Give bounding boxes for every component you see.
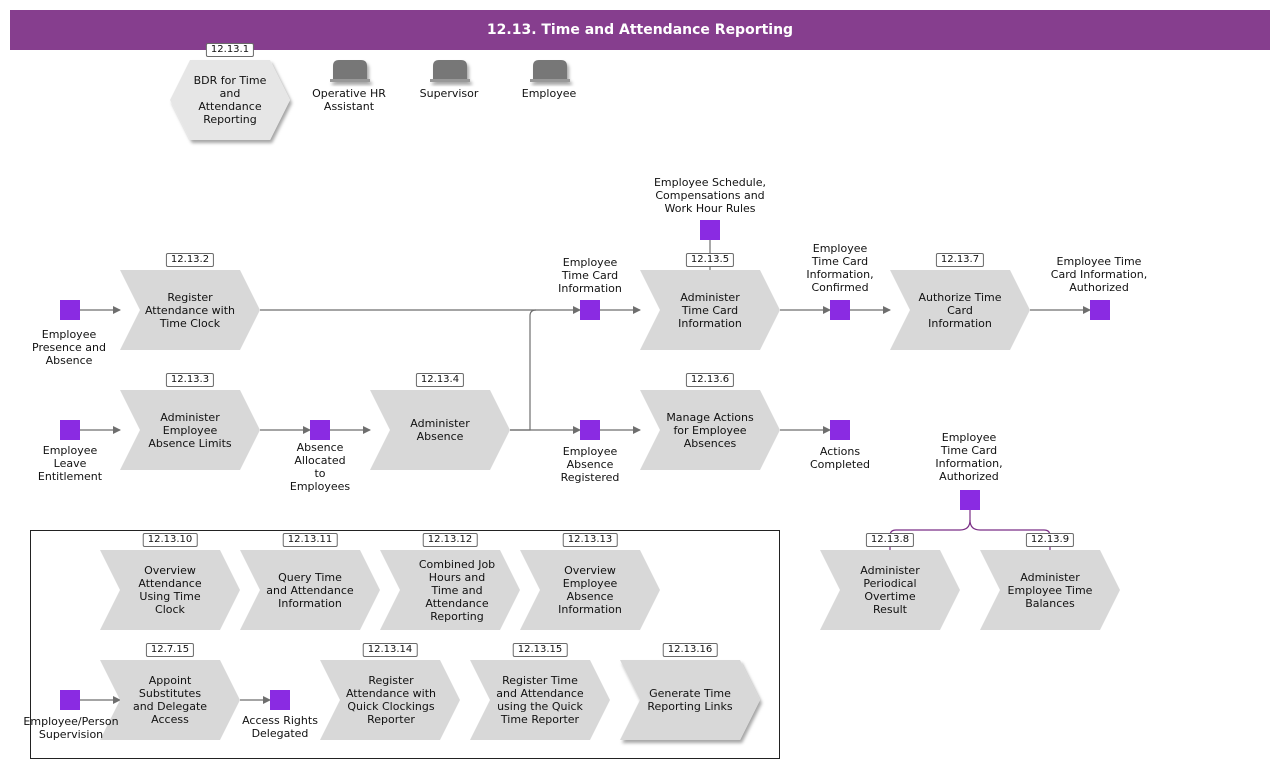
event-label: Employee Leave Entitlement [37, 444, 103, 483]
process-shape-register-quick-clockings[interactable] [320, 660, 460, 740]
event-square-time-card-authorized[interactable] [1090, 300, 1110, 320]
role-label-supervisor: Supervisor [419, 87, 479, 100]
process-id-tag: 12.13.9 [1025, 533, 1075, 547]
process-id-tag: 12.13.10 [142, 533, 198, 547]
event-label: Access Rights Delegated [242, 714, 318, 740]
bdr-id-tag: 12.13.1 [205, 43, 255, 57]
event-label: Employee/Person Supervision [23, 715, 119, 741]
process-id-tag: 12.13.8 [865, 533, 915, 547]
process-id-tag: 12.13.3 [165, 373, 215, 387]
process-shape-generate-time-reporting-links[interactable] [620, 660, 760, 740]
event-label: Employee Schedule, Compensations and Wor… [653, 176, 767, 215]
process-label: Administer Absence [410, 417, 470, 443]
process-id-tag: 12.7.15 [145, 643, 195, 657]
event-square-employee-presence[interactable] [60, 300, 80, 320]
process-id-tag: 12.13.5 [685, 253, 735, 267]
event-square-time-card-confirmed[interactable] [830, 300, 850, 320]
process-shape-appoint-substitutes[interactable] [100, 660, 240, 740]
event-square-employee-leave[interactable] [60, 420, 80, 440]
process-shape-register-attendance-time-clock[interactable] [120, 270, 260, 350]
process-label: Overview Employee Absence Information [558, 564, 622, 616]
process-label: Combined Job Hours and Time and Attendan… [418, 557, 496, 623]
process-shape-combined-job-hours-reporting[interactable] [380, 550, 520, 630]
role-icon-employee [530, 60, 570, 82]
event-square-person-supervision[interactable] [60, 690, 80, 710]
process-shape-overview-employee-absence[interactable] [520, 550, 660, 630]
event-label: Employee Time Card Information, Authoriz… [935, 431, 1003, 483]
bdr-hexagon [170, 60, 290, 140]
event-square-schedule-rules[interactable] [700, 220, 720, 240]
process-shape-administer-absence[interactable] [370, 390, 510, 470]
process-label: Authorize Time Card Information [918, 290, 1002, 330]
role-icon-operative-hr-assistant [330, 60, 370, 82]
process-shape-overview-attendance-time-clock[interactable] [100, 550, 240, 630]
process-id-tag: 12.13.14 [362, 643, 418, 657]
event-label: Employee Time Card Information, Confirme… [806, 242, 874, 294]
role-icon-supervisor [430, 60, 470, 82]
process-label: Register Time and Attendance using the Q… [496, 674, 584, 726]
process-label: Administer Periodical Overtime Result [860, 564, 920, 616]
process-label: Query Time and Attendance Information [266, 570, 354, 610]
process-label: Register Attendance with Time Clock [144, 290, 236, 330]
process-label: Administer Time Card Information [678, 290, 742, 330]
event-label: Absence Allocated to Employees [289, 441, 351, 493]
process-id-tag: 12.13.2 [165, 253, 215, 267]
event-label: Employee Time Card Information, Authoriz… [1050, 255, 1148, 294]
process-shape-administer-employee-time-balances[interactable] [980, 550, 1120, 630]
process-label: Appoint Substitutes and Delegate Access [132, 674, 208, 726]
event-square-absence-registered[interactable] [580, 420, 600, 440]
event-square-time-card-authorized-2[interactable] [960, 490, 980, 510]
process-label: Generate Time Reporting Links [647, 687, 733, 713]
process-shape-query-time-attendance[interactable] [240, 550, 380, 630]
process-id-tag: 12.13.15 [512, 643, 568, 657]
process-shape-administer-periodical-overtime-result[interactable] [820, 550, 960, 630]
process-shape-manage-actions-employee-absences[interactable] [640, 390, 780, 470]
role-label-operative-hr-assistant: Operative HR Assistant [312, 87, 386, 113]
process-label: Register Attendance with Quick Clockings… [345, 674, 437, 726]
process-id-tag: 12.13.13 [562, 533, 618, 547]
connector [510, 309, 537, 431]
event-square-absence-allocated[interactable] [310, 420, 330, 440]
bdr-label: BDR for Time and Attendance Reporting [193, 74, 267, 126]
event-square-actions-completed[interactable] [830, 420, 850, 440]
event-label: Employee Presence and Absence [32, 328, 106, 367]
role-label-employee: Employee [521, 87, 577, 100]
process-id-tag: 12.13.16 [662, 643, 718, 657]
reporting-group-frame [30, 530, 780, 759]
process-shape-register-quick-time-reporter[interactable] [470, 660, 610, 740]
process-id-tag: 12.13.7 [935, 253, 985, 267]
event-square-time-card-information[interactable] [580, 300, 600, 320]
event-label: Employee Absence Registered [560, 445, 620, 484]
process-id-tag: 12.13.11 [282, 533, 338, 547]
process-shape-authorize-time-card-information[interactable] [890, 270, 1030, 350]
process-label: Manage Actions for Employee Absences [666, 410, 754, 450]
event-square-access-rights[interactable] [270, 690, 290, 710]
process-shape-administer-employee-absence-limits[interactable] [120, 390, 260, 470]
event-label: Employee Time Card Information [558, 256, 622, 295]
process-label: Overview Attendance Using Time Clock [138, 564, 202, 616]
process-label: Administer Employee Time Balances [1007, 570, 1093, 610]
process-id-tag: 12.13.12 [422, 533, 478, 547]
process-id-tag: 12.13.6 [685, 373, 735, 387]
process-id-tag: 12.13.4 [415, 373, 465, 387]
process-label: Administer Employee Absence Limits [148, 410, 232, 450]
process-shape-administer-time-card-information[interactable] [640, 270, 780, 350]
event-label: Actions Completed [810, 445, 870, 471]
